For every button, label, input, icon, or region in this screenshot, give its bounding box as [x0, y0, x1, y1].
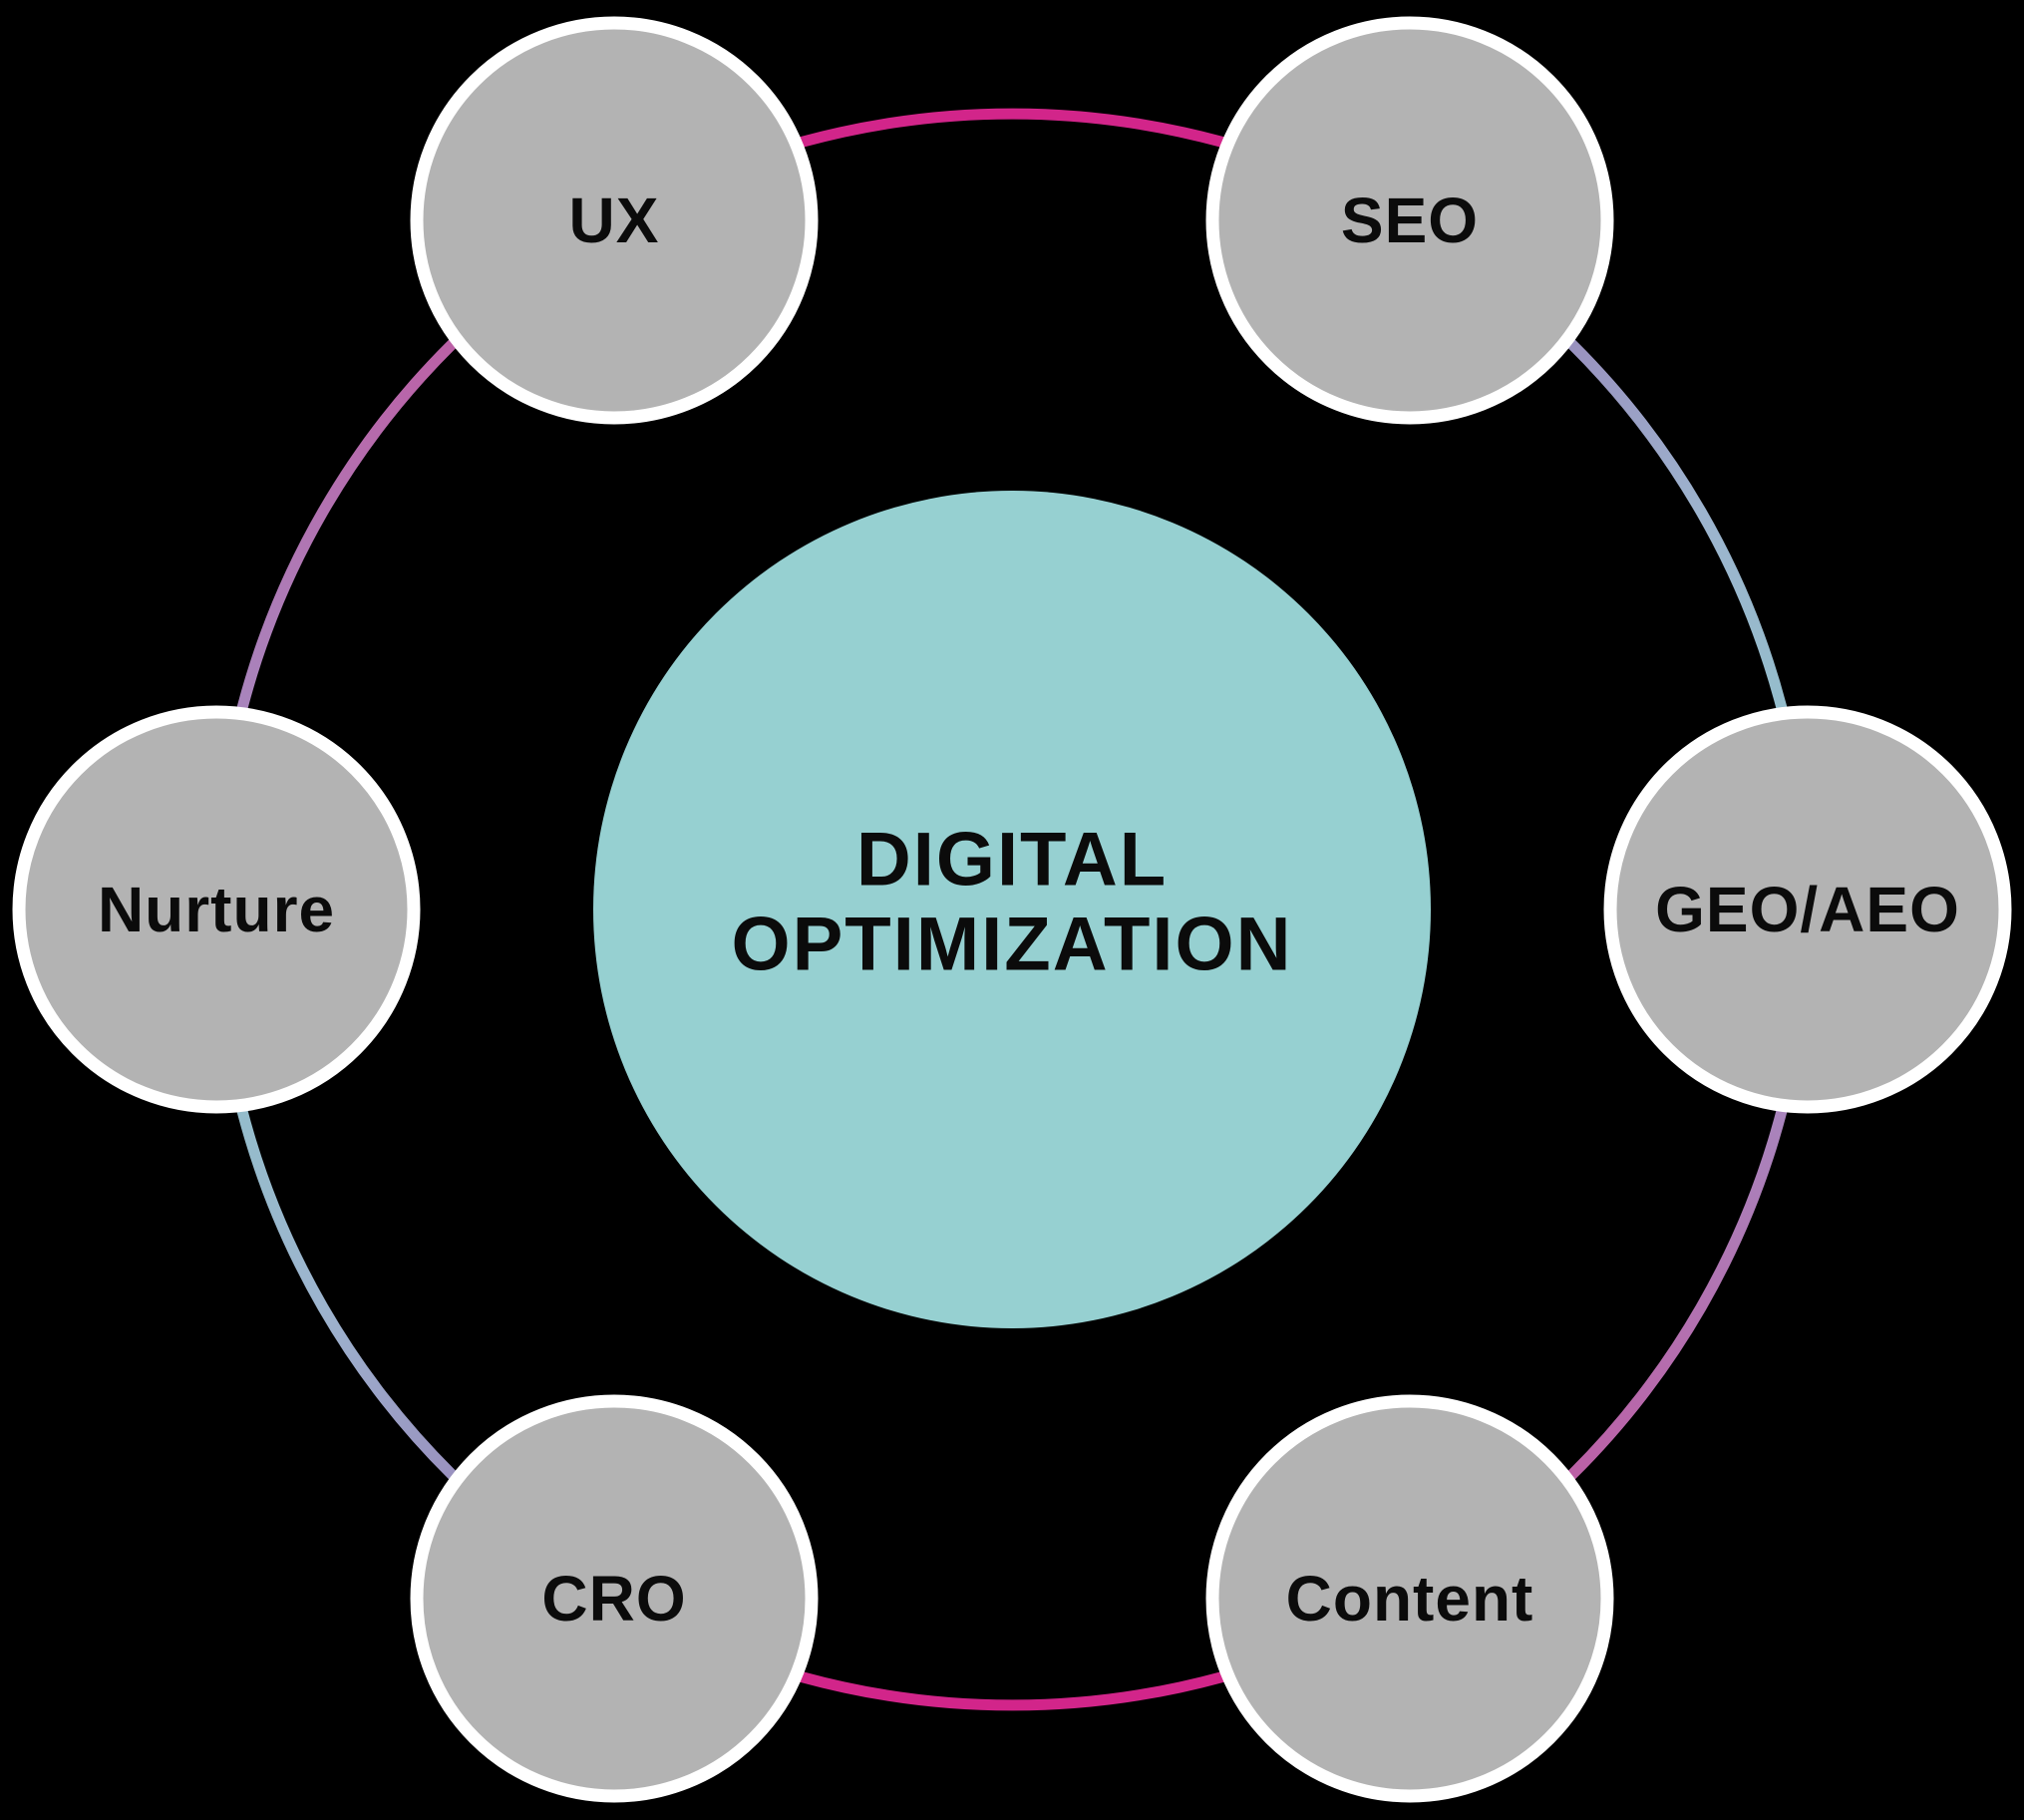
node-nurture: Nurture	[12, 705, 421, 1114]
node-circle-content	[1205, 1394, 1614, 1803]
center-title-line1: DIGITAL	[856, 818, 1168, 903]
node-geo-aeo: GEO/AEO	[1603, 705, 2012, 1114]
node-label-ux: UX	[569, 184, 660, 256]
node-label-content: Content	[1286, 1563, 1534, 1635]
node-content: Content	[1205, 1394, 1614, 1803]
node-label-nurture: Nurture	[98, 874, 335, 945]
node-cro: CRO	[410, 1394, 819, 1803]
node-label-cro: CRO	[541, 1563, 686, 1635]
center-title-line2: OPTIMIZATION	[732, 903, 1293, 987]
node-circle-geo-aeo	[1603, 705, 2012, 1114]
node-ux: UX	[410, 16, 819, 425]
node-circle-nurture	[12, 705, 421, 1114]
node-label-geo-aeo: GEO/AEO	[1655, 874, 1960, 945]
node-circle-cro	[410, 1394, 819, 1803]
node-seo: SEO	[1205, 16, 1614, 425]
node-circle-seo	[1205, 16, 1614, 425]
node-label-seo: SEO	[1341, 184, 1479, 256]
node-circle-ux	[410, 16, 819, 425]
center-circle	[593, 491, 1431, 1328]
